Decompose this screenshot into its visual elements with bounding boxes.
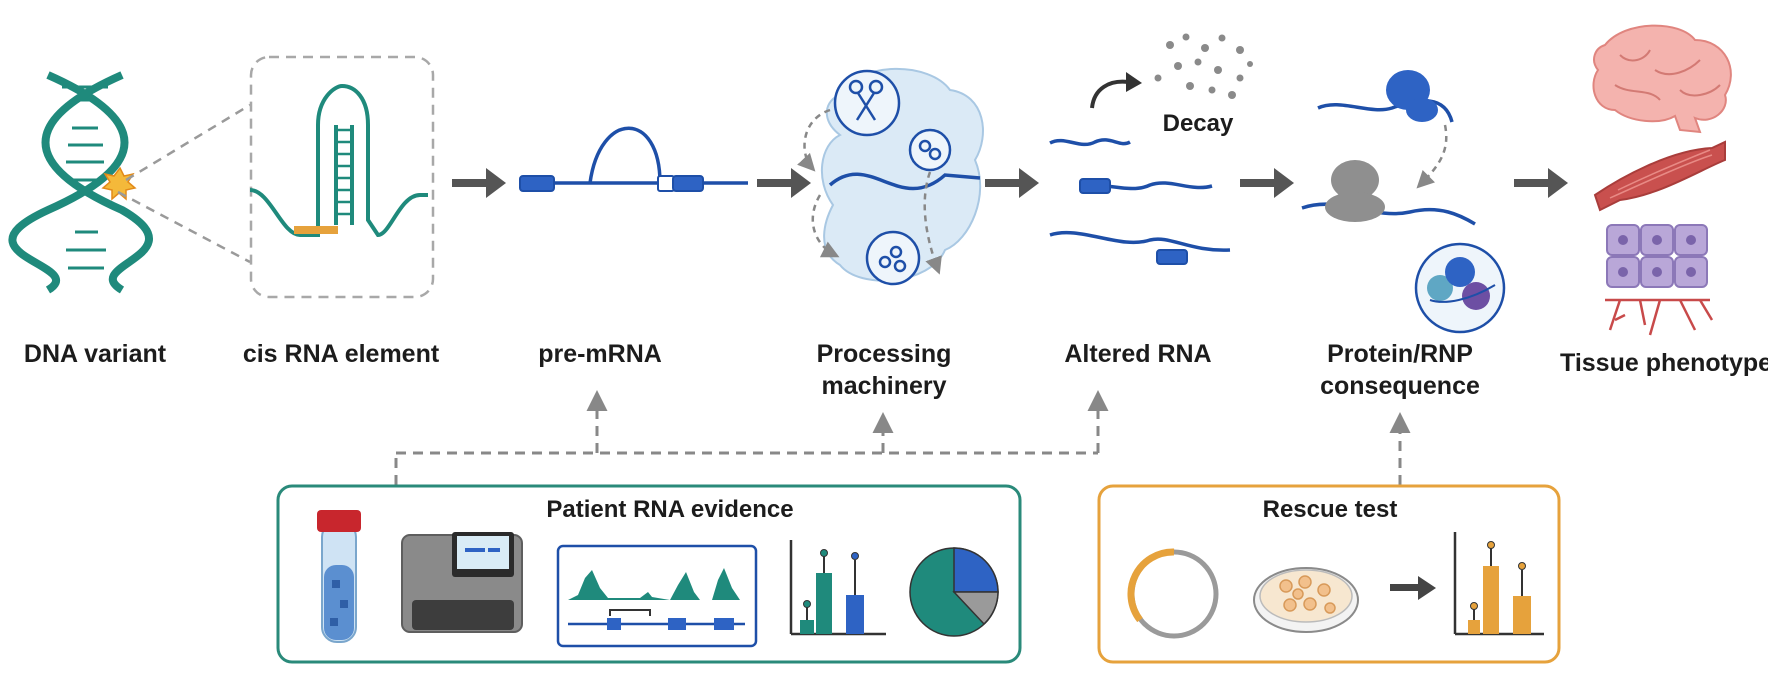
stage-label-altered-rna: Altered RNA: [1064, 340, 1212, 368]
stage-label-processing-line1: Processing: [816, 340, 952, 368]
bar-chart-icon: [789, 540, 886, 636]
dna-helix-icon: [8, 71, 153, 294]
zoom-lines: [117, 103, 251, 264]
stage-label-tissue-phenotype: Tissue phenotype: [1560, 349, 1768, 377]
petri-dish-icon: [1253, 567, 1359, 633]
stem-loop-icon: [249, 83, 428, 238]
stage-label-protein-line1: Protein/RNP: [1327, 340, 1473, 368]
evidence-connectors: [394, 390, 1411, 485]
brain-icon: [1592, 24, 1732, 134]
scissors-icon: [833, 69, 901, 137]
rescue-box-title: Rescue test: [1262, 496, 1398, 523]
plasmid-icon: [1127, 548, 1219, 639]
muscle-icon: [1593, 140, 1726, 212]
stage-label-protein-line2: consequence: [1320, 372, 1480, 400]
flow-arrows: [452, 168, 1568, 198]
altered-rna-icon: [1049, 138, 1231, 265]
rescue-bar-chart-icon: [1453, 532, 1544, 636]
cis-element-panel: [249, 55, 435, 299]
rnp-complex-icon: [1414, 242, 1506, 334]
decay-label: Decay: [1163, 110, 1234, 137]
pre-mrna-icon: [519, 126, 748, 192]
variant-site-marker: [294, 226, 338, 234]
rescue-arrow: [1390, 576, 1436, 600]
stage-label-processing-line2: machinery: [821, 372, 947, 400]
stage-label-pre-mrna: pre-mRNA: [538, 340, 662, 368]
sequencer-icon: [401, 532, 523, 633]
sample-tube-icon: [317, 510, 361, 643]
decay-arrow: [1090, 72, 1142, 109]
spliceosome-icon: [865, 128, 952, 286]
stage-label-cis-rna-element: cis RNA element: [242, 340, 440, 368]
evidence-box-title: Patient RNA evidence: [546, 496, 794, 523]
decay-fragments-icon: [1154, 33, 1253, 99]
processing-machinery-icon: [797, 67, 984, 286]
pie-chart-icon: [909, 547, 999, 637]
cells-icon: [1605, 224, 1714, 336]
coverage-track-icon: [556, 544, 758, 648]
ribosome-icon: [1301, 70, 1476, 226]
stage-label-dna-variant: DNA variant: [23, 340, 167, 368]
